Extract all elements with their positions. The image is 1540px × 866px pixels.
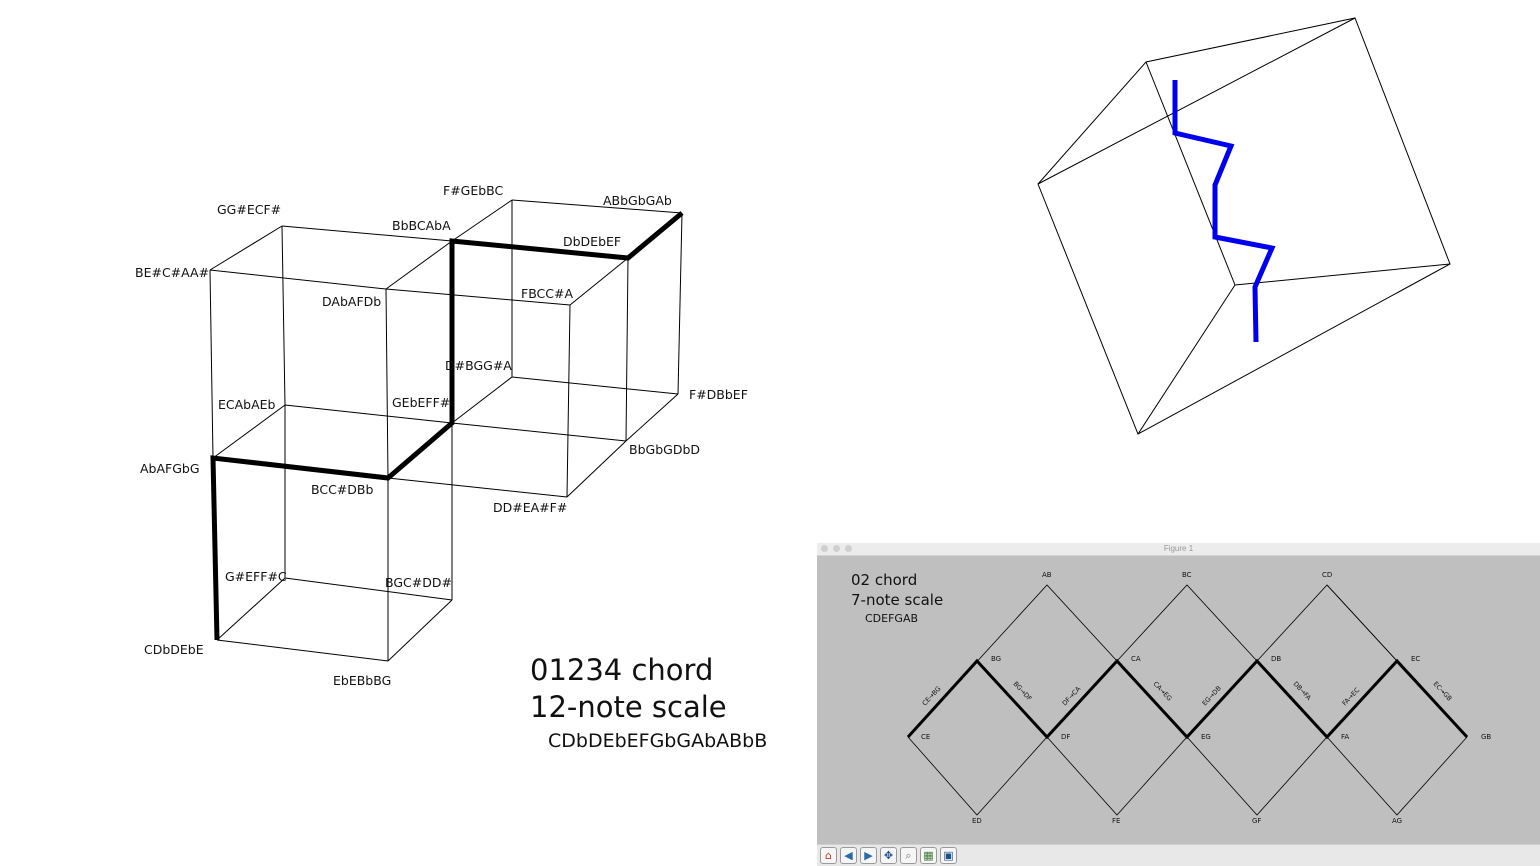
- edge-label-6: DB→FA: [1292, 680, 1314, 702]
- home-icon[interactable]: ⌂: [820, 847, 837, 864]
- figure-plot: AB BC CD BG CA DB EC CE DF EG FA GB ED F…: [906, 571, 1491, 825]
- edge-label-4: CA→EG: [1152, 680, 1174, 703]
- node-GF: GF: [1252, 817, 1261, 825]
- label-ABbGbGAb: ABbGbGAb: [603, 193, 672, 208]
- lattice-labels: CDbDEbE EbEBbBG BGC#DD# G#EFF#C AbAFGbG …: [135, 183, 748, 688]
- label-BbGbGDbD: BbGbGDbD: [629, 442, 700, 457]
- node-BC: BC: [1182, 571, 1192, 579]
- forward-arrow-icon[interactable]: ▶: [860, 847, 877, 864]
- polyhedron-projection: [1037, 17, 1451, 435]
- label-GEbEFF#: GEbEFF#: [392, 395, 450, 410]
- edge-label-2: BG→DF: [1012, 680, 1034, 703]
- label-BCC#DBb: BCC#DBb: [311, 482, 373, 497]
- label-ECAbAEb: ECAbAEb: [218, 397, 276, 412]
- label-BE#C#AA#: BE#C#AA#: [135, 265, 209, 280]
- window-minimize-button[interactable]: [833, 545, 840, 552]
- figure-toolbar: ⌂ ◀ ▶ ✥ ⌕ ▦ ▣: [817, 844, 1540, 866]
- node-EG: EG: [1201, 733, 1211, 741]
- configure-icon[interactable]: ▦: [920, 847, 937, 864]
- label-F#GEbBC: F#GEbBC: [443, 183, 504, 198]
- back-arrow-icon[interactable]: ◀: [840, 847, 857, 864]
- node-FE: FE: [1112, 817, 1120, 825]
- figure-chord-title: 02 chord: [851, 571, 918, 589]
- polyhedron-path: [1172, 80, 1276, 343]
- label-BGC#DD#: BGC#DD#: [385, 575, 452, 590]
- label-D#BGG#A: D#BGG#A: [445, 358, 512, 373]
- figure-scale-notes: CDEFGAB: [865, 612, 919, 625]
- window-maximize-button[interactable]: [845, 545, 852, 552]
- label-BbBCAbA: BbBCAbA: [392, 218, 451, 233]
- edge-label-5: EG→DB: [1201, 684, 1223, 707]
- label-DbDEbEF: DbDEbEF: [563, 234, 621, 249]
- node-GB: GB: [1481, 733, 1491, 741]
- scale-title: 12-note scale: [530, 690, 727, 724]
- label-GG#ECF#: GG#ECF#: [217, 202, 281, 217]
- chord-title: 01234 chord: [530, 653, 713, 687]
- main-caption: 01234 chord 12-note scale CDbDEbEFGbGAbA…: [530, 653, 767, 752]
- node-CE: CE: [921, 733, 930, 741]
- node-FA: FA: [1341, 733, 1349, 741]
- scale-notes: CDbDEbEFGbGAbABbB: [548, 730, 767, 752]
- node-CA: CA: [1131, 655, 1141, 663]
- node-BG: BG: [991, 655, 1001, 663]
- label-G#EFF#C: G#EFF#C: [225, 569, 287, 584]
- label-DD#EA#F#: DD#EA#F#: [493, 500, 567, 515]
- edge-label-8: EC→GB: [1432, 680, 1454, 703]
- figure-window-title: Figure 1: [1163, 544, 1194, 553]
- window-close-button[interactable]: [821, 545, 828, 552]
- label-EbEBbBG: EbEBbBG: [333, 673, 391, 688]
- node-DB: DB: [1271, 655, 1281, 663]
- node-CD: CD: [1322, 571, 1332, 579]
- zoom-icon[interactable]: ⌕: [900, 847, 917, 864]
- node-DF: DF: [1061, 733, 1070, 741]
- label-AbAFGbG: AbAFGbG: [140, 461, 200, 476]
- figure-scale-title: 7-note scale: [851, 591, 944, 609]
- node-EC: EC: [1411, 655, 1420, 663]
- node-AG: AG: [1392, 817, 1402, 825]
- save-icon[interactable]: ▣: [940, 847, 957, 864]
- node-ED: ED: [972, 817, 982, 825]
- figure-window-titlebar[interactable]: Figure 1: [817, 543, 1540, 556]
- pan-icon[interactable]: ✥: [880, 847, 897, 864]
- label-CDbDEbE: CDbDEbE: [144, 642, 204, 657]
- figure-caption: 02 chord 7-note scale CDEFGAB: [851, 570, 943, 627]
- lattice-path: [210, 211, 684, 641]
- label-F#DBbEF: F#DBbEF: [689, 387, 748, 402]
- label-DAbAFDb: DAbAFDb: [322, 294, 381, 309]
- label-FBCC#A: FBCC#A: [521, 286, 573, 301]
- node-AB: AB: [1042, 571, 1052, 579]
